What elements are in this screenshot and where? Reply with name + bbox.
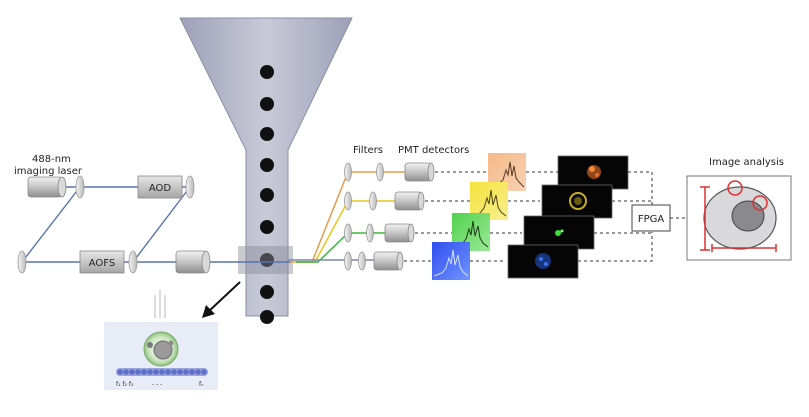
aod-device: AOD: [137, 175, 183, 199]
imaging-laser: [27, 176, 67, 198]
waveform-tile-blue: [432, 242, 470, 280]
image-analysis-panel: [686, 175, 792, 261]
mirror-top-right: [185, 175, 195, 199]
pmt-detectors: [373, 162, 435, 271]
mirror-bottom-left: [17, 250, 27, 274]
image-analysis-label: Image analysis: [709, 157, 784, 168]
interrogation-region: [238, 246, 293, 274]
fpga-box: FPGA: [631, 204, 671, 232]
emission-lines-icon: [154, 290, 166, 318]
filter-lenses: [344, 162, 384, 271]
image-panel-green: [523, 215, 595, 250]
laser-label-line2: imaging laser: [14, 166, 83, 177]
signal-lines: [404, 171, 687, 262]
pmt-label: PMT detectors: [398, 145, 469, 156]
freq-label-last: fₙ: [199, 381, 204, 388]
mirror-top-left: [75, 175, 85, 199]
freq-label-dots: - - -: [152, 381, 162, 388]
emission-paths: [288, 171, 420, 263]
cell-inset: [104, 322, 218, 390]
flowing-cells: [260, 65, 274, 324]
image-panel-yellow: [541, 184, 613, 219]
frequency-comb: [117, 369, 207, 375]
svg-text:AOD: AOD: [149, 183, 172, 194]
image-panel-blue: [507, 244, 579, 279]
filters-label: Filters: [353, 145, 383, 156]
laser-label-line1: 488-nm: [32, 154, 71, 165]
arrow-down-left-icon: [202, 281, 241, 318]
objective-lens: [175, 250, 211, 274]
freq-label-first: f₁ f₂ f₃: [116, 381, 134, 388]
image-panel-orange: [557, 155, 629, 190]
mirror-bottom-right: [128, 250, 138, 274]
aofs-device: AOFS: [79, 250, 125, 274]
svg-text:FPGA: FPGA: [638, 214, 665, 225]
svg-text:AOFS: AOFS: [89, 258, 115, 269]
